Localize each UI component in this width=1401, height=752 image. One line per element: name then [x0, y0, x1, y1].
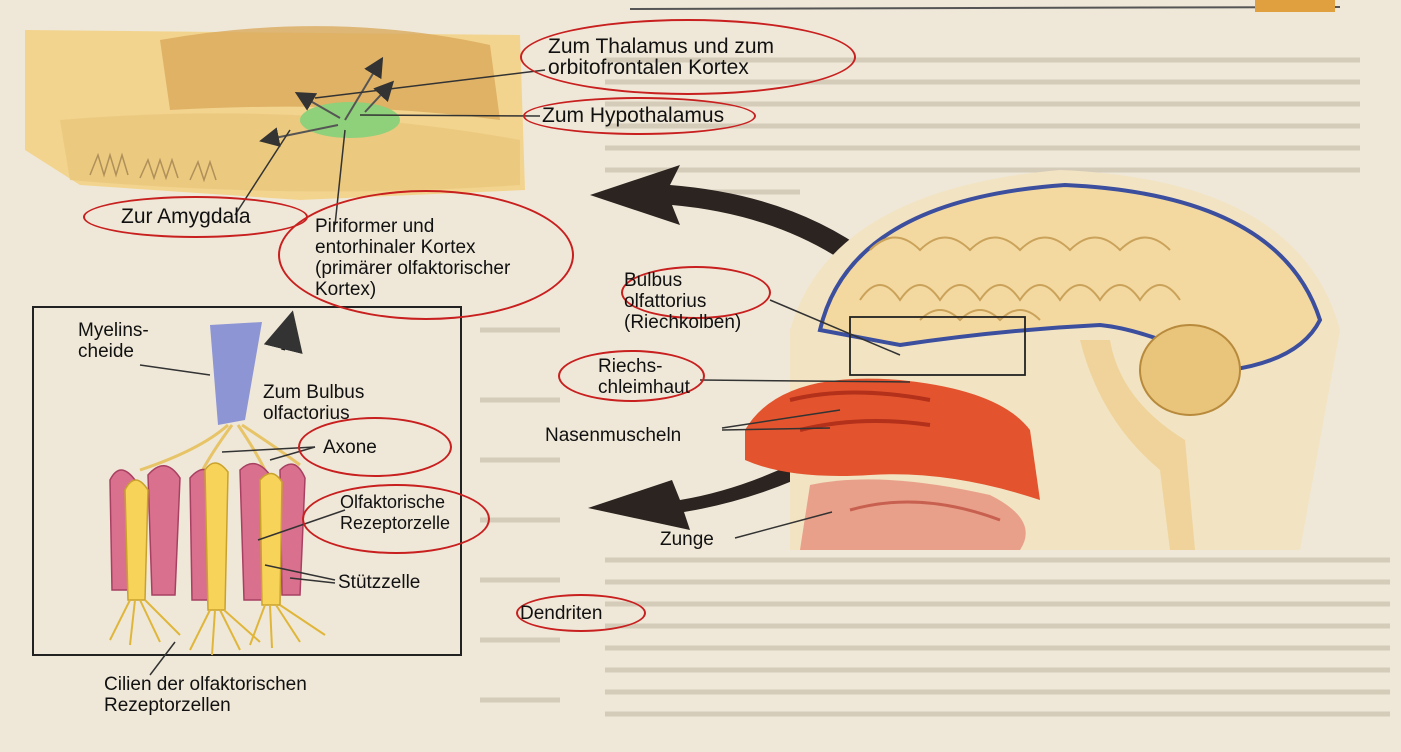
- label-to-hypothalamus: Zum Hypothalamus: [542, 104, 725, 127]
- label-piriform-cortex: Piriformer und entorhinaler Kortex (prim…: [315, 216, 511, 300]
- cell-inset-frame: [32, 306, 462, 656]
- brain-section-illustration: [25, 26, 525, 200]
- label-olfactory-mucosa: Riechs- chleimhaut: [598, 356, 690, 398]
- ring-dendrites: [516, 594, 646, 632]
- head-sagittal-illustration: [745, 170, 1340, 550]
- page-top-rule: [629, 6, 1341, 10]
- leader-lines-right: [699, 299, 911, 539]
- label-cilia: Cilien der olfaktorischen Rezeptorzellen: [104, 674, 307, 716]
- label-to-amygdala: Zur Amygdala: [121, 205, 251, 228]
- label-myelin-sheath: Myelins- cheide: [78, 320, 149, 362]
- label-receptor-cell: Olfaktorische Rezeptorzelle: [340, 492, 451, 533]
- arrow-to-inset: [588, 380, 940, 530]
- page-corner-tab: [1255, 0, 1335, 12]
- faded-text-lines: [480, 57, 1390, 717]
- leader-lines-top: [234, 69, 546, 226]
- label-tongue: Zunge: [660, 529, 714, 550]
- ring-thalamus: [520, 19, 856, 95]
- label-nasal-turbinates: Nasenmuscheln: [545, 425, 682, 446]
- ring-mucosa: [558, 350, 705, 402]
- label-to-bulbus: Zum Bulbus olfactorius: [263, 382, 365, 424]
- ring-piriform: [278, 190, 574, 320]
- ring-receptor: [302, 484, 490, 554]
- label-axons: Axone: [323, 437, 377, 458]
- label-olfactory-bulb: Bulbus olfattorius (Riechkolben): [624, 270, 742, 333]
- ring-hypothalamus: [523, 97, 756, 135]
- arrow-to-brain: [590, 165, 950, 345]
- ring-bulbus: [621, 266, 771, 319]
- ring-axone: [298, 417, 452, 477]
- label-dendrites: Dendriten: [520, 603, 603, 624]
- label-to-thalamus: Zum Thalamus und zum orbitofrontalen Kor…: [548, 35, 775, 79]
- olfactory-cells-illustration: [109, 310, 326, 656]
- label-support-cell: Stützzelle: [338, 572, 421, 593]
